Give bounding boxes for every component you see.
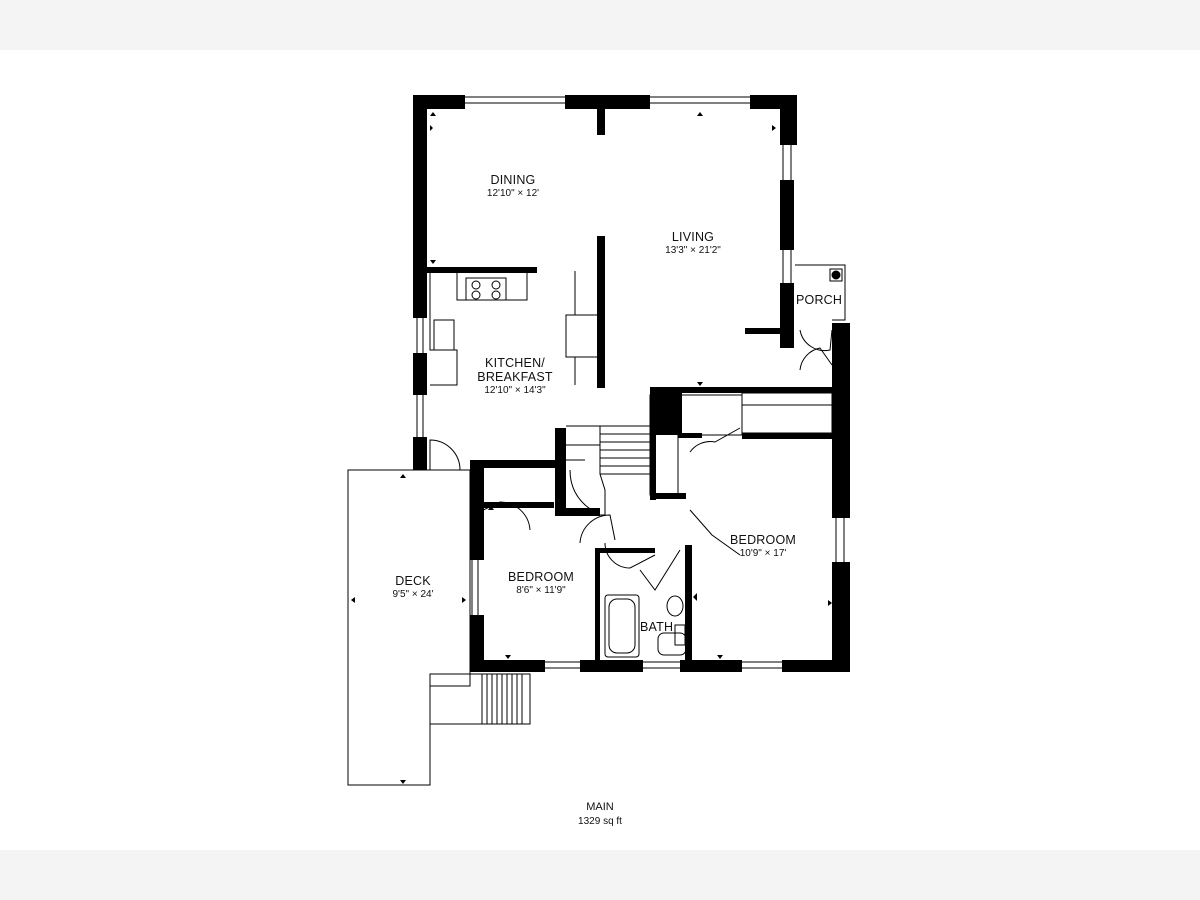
kitchen-name-line2: BREAKFAST [477, 370, 553, 384]
kitchen-sink [433, 319, 455, 351]
bath-sink [666, 595, 684, 617]
walls [413, 95, 850, 672]
living-room-size: 13'3" × 21'2" [665, 245, 721, 256]
floor-name: MAIN [586, 801, 614, 813]
deck-stairs [429, 673, 531, 725]
bedroom-left-size: 8'6" × 11'9" [516, 585, 566, 596]
bath-name: BATH [640, 620, 674, 634]
hall-closet [741, 392, 833, 434]
floor-plan-canvas: DINING 12'10" × 12' LIVING 13'3" × 21'2"… [0, 50, 1200, 850]
bedroom-left-name: BEDROOM [508, 570, 574, 584]
dimension-markers [351, 112, 832, 784]
kitchen-island [565, 314, 601, 358]
kitchen-counter [429, 271, 458, 386]
bedroom-right-size: 10'9" × 17' [739, 548, 787, 559]
porch-name: PORCH [796, 293, 843, 307]
deck-door [429, 439, 461, 471]
deck-outline [347, 469, 471, 786]
kitchen-name-line1: KITCHEN/ [485, 356, 545, 370]
porch-outline [795, 264, 846, 321]
dining-room-size: 12'10" × 12' [486, 188, 540, 199]
kitchen-size: 12'10" × 14'3" [484, 385, 546, 396]
living-room-name: LIVING [671, 230, 715, 244]
floor-plan-drawing [347, 95, 850, 786]
toilet [657, 632, 687, 656]
deck-name: DECK [395, 574, 431, 588]
floor-area: 1329 sq ft [578, 816, 622, 827]
deck-size: 9'5" × 24' [392, 589, 434, 600]
stove [465, 277, 507, 301]
bedroom-right-name: BEDROOM [730, 533, 796, 547]
bathtub [604, 594, 640, 658]
dining-room-name: DINING [490, 173, 536, 187]
